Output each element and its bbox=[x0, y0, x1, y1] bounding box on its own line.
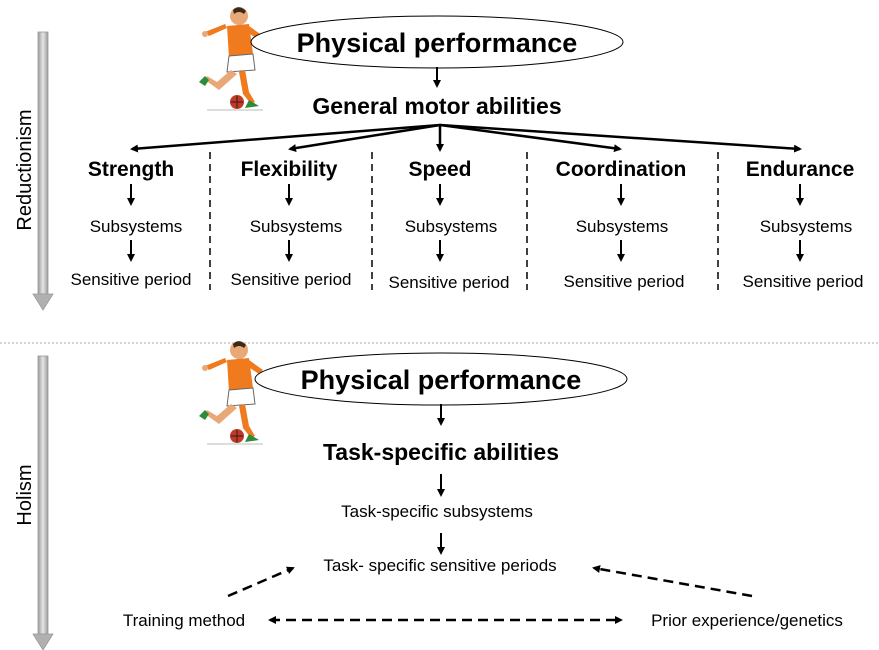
training-method: Training method bbox=[123, 611, 245, 630]
prior-experience: Prior experience/genetics bbox=[651, 611, 843, 630]
category-name: Strength bbox=[88, 158, 174, 181]
category-strength: Strength Subsystems Sensitive period bbox=[71, 158, 192, 289]
category-name: Flexibility bbox=[241, 158, 338, 181]
task-abilities-title: Task-specific abilities bbox=[323, 439, 559, 465]
reductionism-section: Reductionism Physical performance Genera… bbox=[14, 6, 864, 311]
task-sensitive-periods: Task- specific sensitive periods bbox=[323, 556, 556, 575]
category-speed: Speed Subsystems Sensitive period bbox=[389, 158, 510, 292]
dashed-relations bbox=[227, 565, 753, 624]
category-coordination: Coordination Subsystems Sensitive period bbox=[556, 158, 687, 291]
category-sensitive-period: Sensitive period bbox=[564, 272, 685, 291]
category-name: Speed bbox=[408, 158, 471, 181]
category-flexibility: Flexibility Subsystems Sensitive period bbox=[231, 158, 352, 289]
reductionism-side-arrow bbox=[32, 31, 54, 311]
soccer-player-icon bbox=[198, 340, 264, 445]
performance-title: Physical performance bbox=[297, 28, 578, 58]
category-sensitive-period: Sensitive period bbox=[71, 270, 192, 289]
category-endurance: Endurance Subsystems Sensitive period bbox=[743, 158, 864, 291]
holism-side-arrow bbox=[32, 355, 54, 650]
category-sensitive-period: Sensitive period bbox=[231, 270, 352, 289]
general-abilities-title: General motor abilities bbox=[312, 93, 561, 119]
category-subsystems: Subsystems bbox=[405, 217, 498, 236]
category-sensitive-period: Sensitive period bbox=[389, 273, 510, 292]
category-sensitive-period: Sensitive period bbox=[743, 272, 864, 291]
category-subsystems: Subsystems bbox=[576, 217, 669, 236]
category-dividers bbox=[209, 152, 719, 290]
holism-label: Holism bbox=[14, 464, 36, 525]
category-subsystems: Subsystems bbox=[760, 217, 853, 236]
reductionism-label: Reductionism bbox=[14, 109, 36, 230]
fan-arrows bbox=[130, 123, 802, 153]
performance-title: Physical performance bbox=[301, 365, 582, 395]
category-name: Coordination bbox=[556, 158, 687, 181]
task-subsystems: Task-specific subsystems bbox=[341, 502, 533, 521]
category-subsystems: Subsystems bbox=[90, 217, 183, 236]
category-name: Endurance bbox=[746, 158, 855, 181]
holism-section: Holism Physical performance Task-specifi… bbox=[14, 340, 843, 650]
soccer-player-icon bbox=[198, 6, 264, 111]
category-subsystems: Subsystems bbox=[250, 217, 343, 236]
